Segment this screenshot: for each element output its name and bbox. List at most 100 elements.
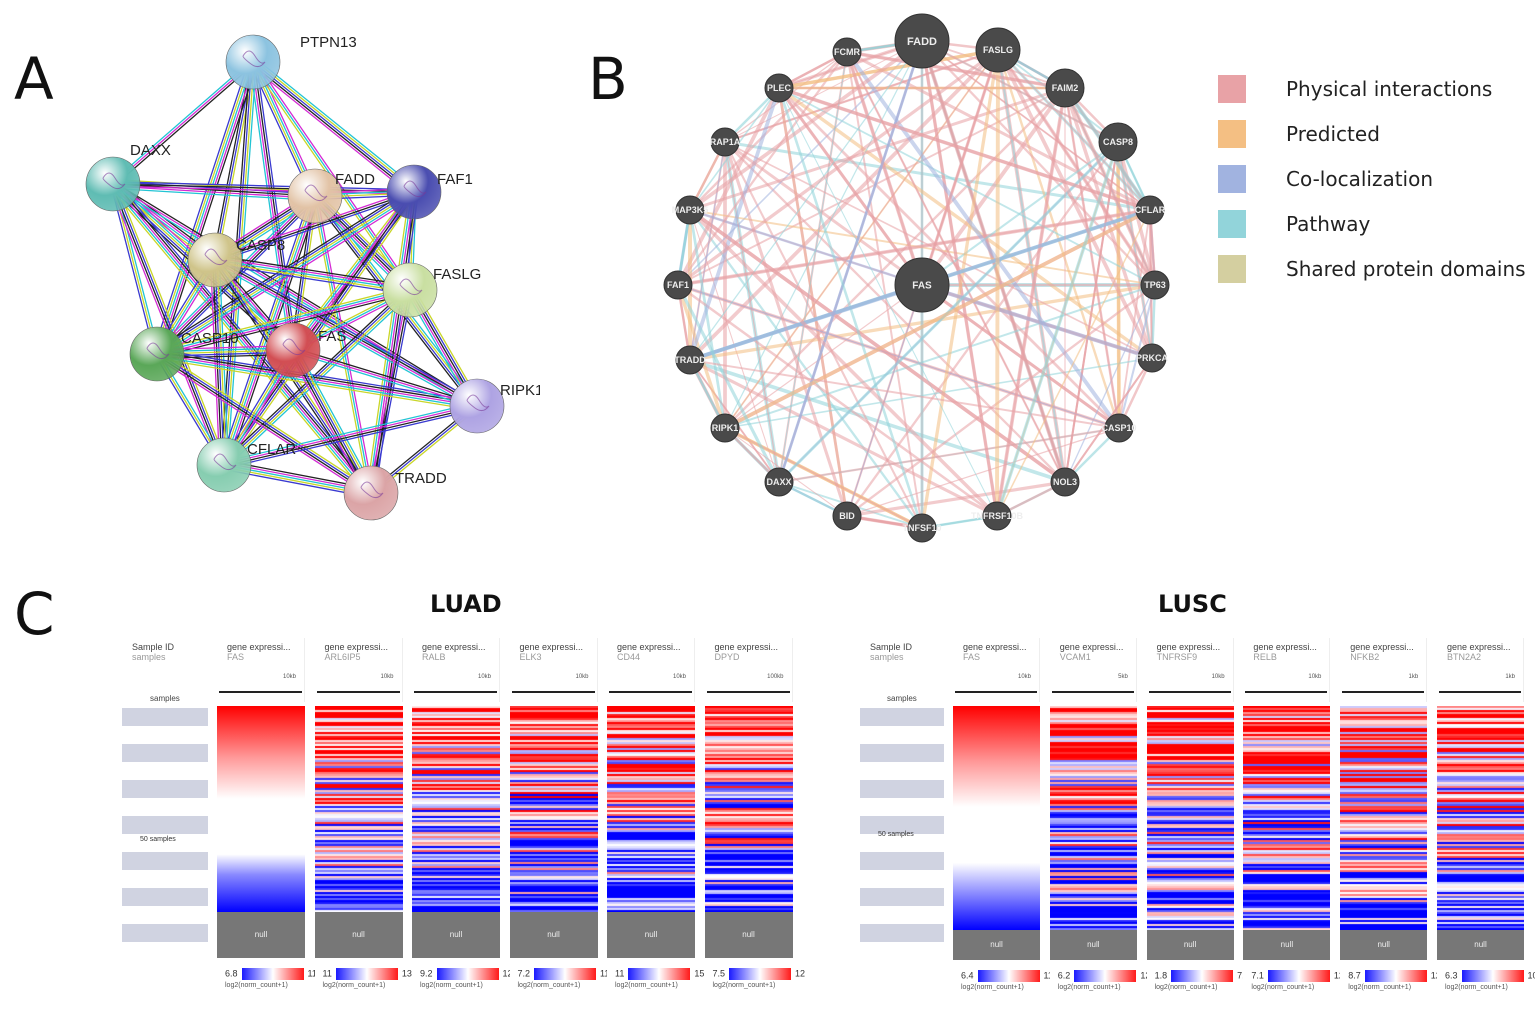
interaction-edge [676,284,781,483]
genomic-scale: 10kb [477,674,491,680]
scale-max: 15 [694,968,705,979]
gene-node-fas[interactable]: FAS [894,257,950,313]
sample-stripe [860,852,944,870]
node-cflar[interactable]: CFLAR [196,437,296,493]
interaction-edge [778,51,848,483]
gene-node-daxx[interactable]: DAXX [764,467,794,497]
interaction-edge [845,51,924,286]
edge-ptpn13-faf1 [252,61,415,193]
samples-count-label: 50 samples [140,836,176,843]
gene-node-label: TNFSF10 [902,523,941,533]
node-ripk1[interactable]: RIPK1 [449,378,540,434]
gene-node-tradd[interactable]: TRADD [674,345,706,375]
interaction-edge [778,48,999,90]
column-gene: ARL6IP5 [324,652,361,662]
gene-node-casp10[interactable]: CASP10 [1101,413,1137,443]
gene-node-ripk1[interactable]: RIPK1 [710,413,740,443]
scale-gradient [729,968,792,980]
sample-stripe [860,708,944,726]
scale-unit: log2(norm_count+1) [961,984,1024,991]
gene-node-faf1[interactable]: FAF1 [663,270,693,300]
gene-node-casp8[interactable]: CASP8 [1098,122,1138,162]
edge-daxx-fadd [112,183,316,197]
gene-node-label: TP63 [1144,280,1166,290]
column-title: gene expressi... [1059,642,1124,652]
gene-node-label: DAXX [766,477,791,487]
node-fadd[interactable]: FADD [287,168,375,224]
gene-column-btn2a2[interactable]: gene expressi...BTN2A21kbnull6.310log2(n… [1437,638,1535,1008]
edge-faslg-casp10 [156,288,410,354]
interaction-edge [995,49,1000,517]
edge-ptpn13-casp10 [156,61,254,355]
gene-node-tp63[interactable]: TP63 [1140,270,1170,300]
gene-node-fcmr[interactable]: FCMR [832,37,862,67]
node-faslg[interactable]: FASLG [382,262,481,318]
expression-stripes [1437,706,1524,930]
column-title: gene expressi... [519,642,584,652]
gene-node-fadd[interactable]: FADD [894,13,950,69]
edge-fas-tradd [288,351,368,496]
edge-ptpn13-casp8 [216,62,256,261]
edge-ptpn13-casp10 [160,63,258,356]
node-daxx[interactable]: DAXX [85,142,171,212]
interaction-edge [677,208,1151,287]
node-tradd[interactable]: TRADD [343,465,447,521]
expression-stripes [509,706,598,912]
edge-casp10-ripk1 [156,353,478,407]
interaction-edge [1117,284,1157,429]
node-ptpn13[interactable]: PTPN13 [225,34,357,90]
node-casp8[interactable]: CASP8 [187,232,285,288]
null-block: null [314,912,403,958]
expression-stripes [314,706,403,912]
gene-column-tnfrsf9[interactable]: gene expressi...TNFRSF910kbnull1.87.7log… [1146,638,1250,1008]
column-title: gene expressi... [1350,642,1414,652]
edge-ripk1-cflar [223,404,477,465]
edge-faf1-casp10 [158,195,417,359]
gene-node-prkca[interactable]: PRKCA [1136,343,1169,373]
expression-heatmap [607,706,695,912]
scale-max: 12 [502,968,513,979]
gene-node-tnfsf10[interactable]: TNFSF10 [902,513,942,543]
edge-ptpn13-casp10 [158,62,256,355]
gene-node-tnfrsf10b[interactable]: TNFRSF10B [971,501,1024,531]
gene-node-label: FAF1 [667,280,689,290]
legend-swatch [1218,75,1246,103]
edge-ripk1-cflar [224,406,478,467]
interaction-edge [1063,87,1121,429]
gene-node-plec[interactable]: PLEC [764,73,794,103]
gene-node-cflar[interactable]: CFLAR [1135,195,1166,225]
gene-node-nol3[interactable]: NOL3 [1050,467,1080,497]
edge-daxx-cflar [113,183,226,465]
genomic-scale: 5kb [1118,674,1128,680]
interaction-edge [920,49,1000,529]
null-block: null [1049,930,1137,960]
node-casp10[interactable]: CASP10 [129,326,239,382]
scale-min: 7.5 [712,968,726,979]
scale-gradient [628,968,691,980]
column-gene: RALB [422,652,446,662]
gene-node-map3k5[interactable]: MAP3K5 [672,195,709,225]
gene-node-rap1a[interactable]: RAP1A [710,127,741,157]
gene-node-faslg[interactable]: FASLG [975,27,1021,73]
gene-node-bid[interactable]: BID [832,501,862,531]
node-fas[interactable]: FAS [265,322,346,378]
node-faf1[interactable]: FAF1 [386,164,473,220]
gene-node-faim2[interactable]: FAIM2 [1045,68,1085,108]
color-scale: 1.87.7log2(norm_count+1) [1155,970,1250,991]
